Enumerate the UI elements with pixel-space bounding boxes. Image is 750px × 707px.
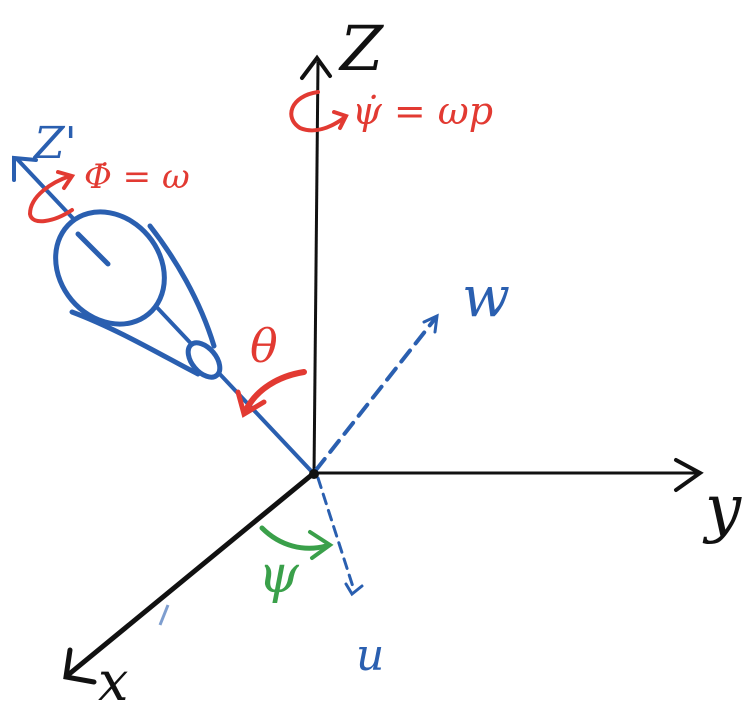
- gyroscope-rotor: [53, 209, 223, 380]
- y-axis-arrowhead: [674, 458, 704, 492]
- axis-x-label: x: [98, 650, 128, 707]
- w-axis: [314, 313, 439, 472]
- origin-point: [309, 469, 319, 479]
- axis-z-label: Z: [338, 12, 384, 85]
- x-axis: [63, 470, 317, 685]
- w-axis-arrowhead: [422, 313, 439, 334]
- axis-y-label: y: [702, 472, 742, 546]
- z-prime-axis: [12, 155, 316, 476]
- rotor-disc: [53, 209, 167, 327]
- z-axis: [300, 54, 332, 476]
- y-axis: [314, 458, 704, 492]
- x-axis-tick: [158, 604, 170, 626]
- rotor-base: [185, 340, 223, 380]
- axis-u-label: u: [356, 630, 384, 681]
- axis-w-label: w: [462, 265, 510, 330]
- psi-label: ψ: [258, 545, 300, 605]
- psi-angle-arrow: [259, 525, 334, 560]
- x-axis-arrowhead: [63, 647, 97, 685]
- spin-rate-label: Φ̇ = ω: [84, 157, 190, 197]
- theta-label: θ: [250, 319, 278, 373]
- precession-rate-label: ψ̇ = ωp: [352, 89, 493, 133]
- axis-z-prime-label: Z': [32, 118, 77, 169]
- spin-rotation-arrow: [27, 170, 76, 224]
- u-axis-arrowhead: [344, 582, 364, 597]
- z-prime-arrowhead: [12, 155, 38, 182]
- u-axis: [316, 476, 364, 597]
- theta-angle-arrow: [235, 369, 307, 418]
- precession-rotation-arrow: [289, 90, 349, 133]
- rotor-axle: [75, 231, 111, 267]
- z-axis-arrowhead: [300, 54, 332, 80]
- rotor-cone: [69, 223, 217, 377]
